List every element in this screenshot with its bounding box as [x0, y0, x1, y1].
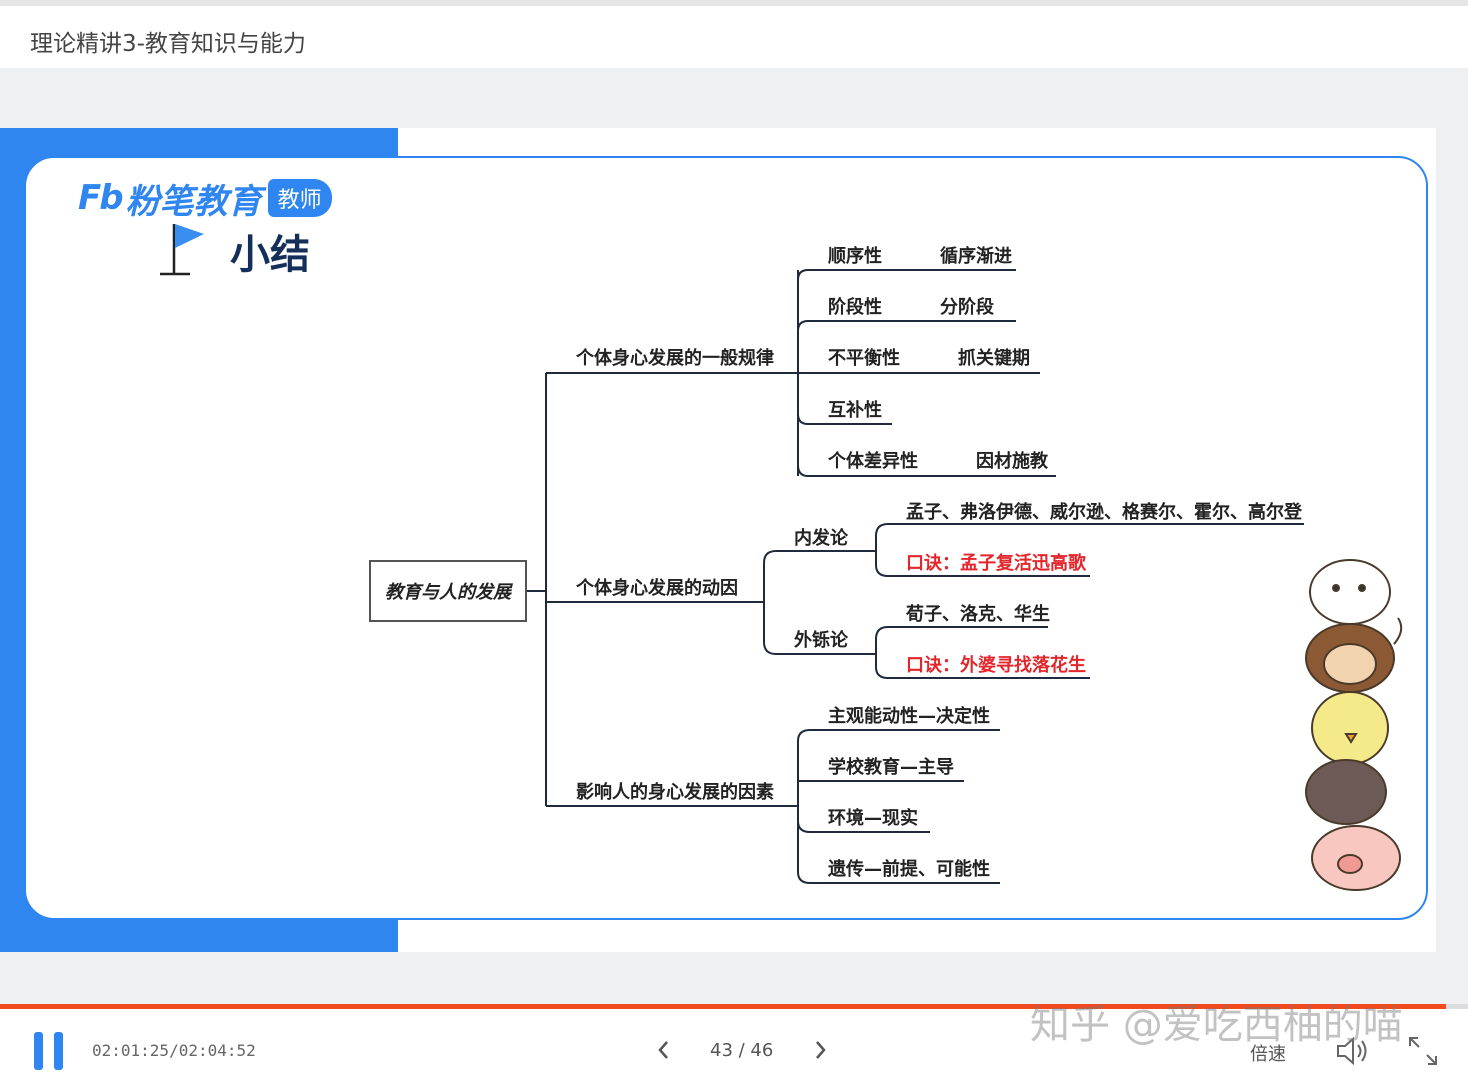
logo-badge: 教师: [267, 179, 332, 217]
chevron-left-icon: [658, 1041, 668, 1059]
branch-factors: 影响人的身心发展的因素: [576, 782, 774, 803]
fenbi-logo: Fb 粉笔教育 教师: [78, 176, 332, 222]
factor-item: 学校教育—主导: [828, 757, 954, 778]
fullscreen-icon[interactable]: [1406, 1034, 1440, 1068]
playback-time: 02:01:25/02:04:52: [92, 1041, 256, 1060]
volume-icon[interactable]: [1334, 1034, 1370, 1068]
internal-mnemonic: 口诀：孟子复活迅高歌: [906, 553, 1086, 574]
law-item: 个体差异性: [828, 451, 918, 472]
internal-theory: 内发论: [794, 528, 848, 549]
law-note: 循序渐进: [940, 246, 1012, 267]
progress-fill: [0, 1004, 1446, 1009]
law-note: 因材施教: [976, 451, 1048, 472]
progress-bar[interactable]: [0, 1004, 1468, 1009]
external-theory: 外铄论: [794, 630, 848, 651]
branch-laws: 个体身心发展的一般规律: [576, 348, 774, 369]
video-stage[interactable]: Fb 粉笔教育 教师 小结: [0, 68, 1468, 1004]
speed-button[interactable]: 倍速: [1250, 1044, 1286, 1065]
slide: Fb 粉笔教育 教师 小结: [0, 128, 1436, 952]
pause-icon: [54, 1032, 63, 1070]
external-people: 荀子、洛克、华生: [906, 604, 1050, 625]
law-item: 顺序性: [828, 246, 882, 267]
logo-text: 粉笔教育: [125, 181, 262, 222]
player-controls: 02:01:25/02:04:52 43 / 46 倍速: [0, 1004, 1468, 1080]
law-item: 阶段性: [828, 297, 882, 318]
top-bar: 理论精讲3-教育知识与能力: [0, 0, 1468, 68]
internal-people: 孟子、弗洛伊德、威尔逊、格赛尔、霍尔、高尔登: [906, 502, 1302, 523]
watermark: 知乎 @爱吃西柚的喵: [1030, 1002, 1403, 1048]
chevron-right-icon: [816, 1041, 826, 1059]
law-note: 分阶段: [940, 297, 994, 318]
prev-page-button[interactable]: [652, 1036, 676, 1064]
external-mnemonic: 口诀：外婆寻找落花生: [906, 655, 1086, 676]
slide-card: Fb 粉笔教育 教师 小结: [24, 156, 1428, 920]
summary-title: 小结: [230, 232, 310, 278]
mind-map-root: 教育与人的发展: [369, 560, 527, 622]
branch-causes: 个体身心发展的动因: [576, 578, 738, 599]
pause-icon: [34, 1032, 43, 1070]
course-title: 理论精讲3-教育知识与能力: [30, 31, 306, 57]
law-item: 不平衡性: [828, 348, 900, 369]
law-item: 互补性: [828, 400, 882, 421]
logo-mark: Fb: [78, 178, 124, 218]
factor-item: 环境—现实: [828, 808, 918, 829]
mind-map-lines: [527, 269, 1304, 884]
animal-stack-illustration: [1305, 559, 1403, 891]
factor-item: 主观能动性—决定性: [828, 706, 990, 727]
pause-button[interactable]: [34, 1032, 66, 1070]
page-indicator: 43 / 46: [710, 1040, 774, 1061]
law-note: 抓关键期: [958, 348, 1030, 369]
flag-icon: [160, 224, 204, 276]
factor-item: 遗传—前提、可能性: [828, 859, 990, 880]
next-page-button[interactable]: [808, 1036, 832, 1064]
